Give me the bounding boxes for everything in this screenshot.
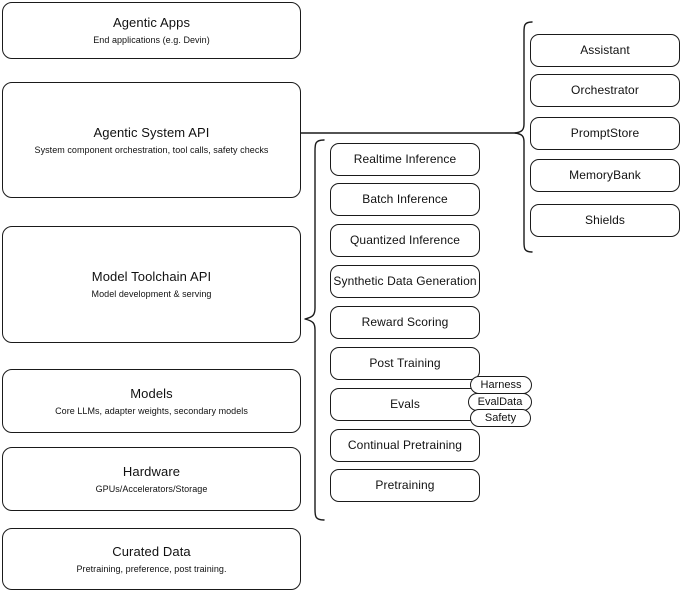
item-label: Pretraining — [375, 478, 435, 492]
item-label: Continual Pretraining — [347, 438, 463, 452]
toolchain-item-evals[interactable]: Evals — [330, 388, 480, 421]
toolchain-item-quantized-inference[interactable]: Quantized Inference — [330, 224, 480, 257]
item-label: Shields — [584, 213, 626, 227]
layer-box-model-toolchain-api[interactable]: Model Toolchain API Model development & … — [2, 226, 301, 343]
layer-box-agentic-apps[interactable]: Agentic Apps End applications (e.g. Devi… — [2, 2, 301, 59]
system-item-promptstore[interactable]: PromptStore — [530, 117, 680, 150]
eval-pill-evaldata[interactable]: EvalData — [468, 393, 532, 411]
layer-subtitle: Pretraining, preference, post training. — [76, 563, 227, 574]
item-label: Reward Scoring — [361, 315, 449, 329]
pill-label: Safety — [484, 411, 517, 424]
pill-label: Harness — [480, 378, 522, 391]
brace-model-toolchain-api — [304, 139, 325, 521]
layer-title: Models — [130, 385, 173, 401]
toolchain-item-realtime-inference[interactable]: Realtime Inference — [330, 143, 480, 176]
item-label: Realtime Inference — [353, 152, 457, 166]
layer-subtitle: Core LLMs, adapter weights, secondary mo… — [55, 405, 248, 416]
system-item-shields[interactable]: Shields — [530, 204, 680, 237]
eval-pill-harness[interactable]: Harness — [470, 376, 532, 394]
item-label: Evals — [390, 397, 420, 411]
layer-subtitle: GPUs/Accelerators/Storage — [95, 483, 208, 494]
item-label: Quantized Inference — [350, 233, 460, 247]
layer-box-hardware[interactable]: Hardware GPUs/Accelerators/Storage — [2, 447, 301, 511]
item-label: Batch Inference — [362, 192, 448, 206]
layer-box-models[interactable]: Models Core LLMs, adapter weights, secon… — [2, 369, 301, 433]
layer-subtitle: Model development & serving — [91, 289, 212, 299]
item-label: MemoryBank — [569, 168, 641, 182]
item-label: Synthetic Data Generation — [333, 274, 477, 288]
layer-title: Model Toolchain API — [91, 269, 212, 284]
eval-pill-safety[interactable]: Safety — [470, 409, 531, 427]
layer-box-curated-data[interactable]: Curated Data Pretraining, preference, po… — [2, 528, 301, 590]
layer-title: Curated Data — [112, 543, 191, 559]
layer-subtitle: End applications (e.g. Devin) — [93, 35, 210, 45]
item-label: Post Training — [369, 356, 441, 370]
item-label: PromptStore — [570, 126, 640, 140]
item-label: Orchestrator — [571, 83, 639, 97]
item-label: Assistant — [580, 43, 630, 57]
system-item-orchestrator[interactable]: Orchestrator — [530, 74, 680, 107]
toolchain-item-continual-pretraining[interactable]: Continual Pretraining — [330, 429, 480, 462]
connector-agentic-system-api-line — [300, 132, 517, 134]
layer-subtitle: System component orchestration, tool cal… — [34, 144, 269, 155]
toolchain-item-pretraining[interactable]: Pretraining — [330, 469, 480, 502]
toolchain-item-synthetic-data-generation[interactable]: Synthetic Data Generation — [330, 265, 480, 298]
toolchain-item-batch-inference[interactable]: Batch Inference — [330, 183, 480, 216]
layer-box-agentic-system-api[interactable]: Agentic System API System component orch… — [2, 82, 301, 198]
system-item-assistant[interactable]: Assistant — [530, 34, 680, 67]
layer-title: Hardware — [122, 463, 181, 479]
layer-title: Agentic System API — [93, 124, 210, 140]
layer-title: Agentic Apps — [112, 15, 191, 30]
toolchain-item-post-training[interactable]: Post Training — [330, 347, 480, 380]
pill-label: EvalData — [477, 395, 523, 408]
toolchain-item-reward-scoring[interactable]: Reward Scoring — [330, 306, 480, 339]
system-item-memorybank[interactable]: MemoryBank — [530, 159, 680, 192]
